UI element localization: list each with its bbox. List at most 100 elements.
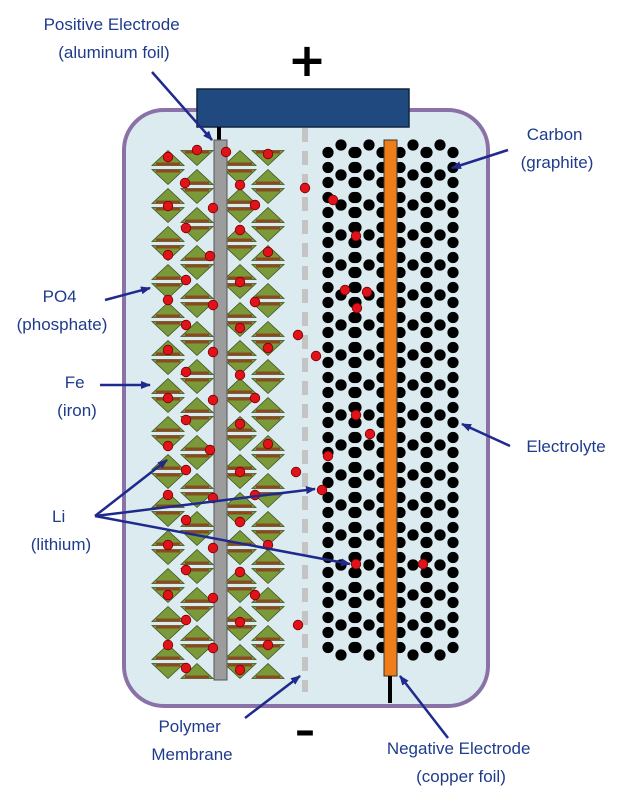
lithium-ion: [290, 466, 302, 478]
lithium-ion: [249, 589, 261, 601]
carbon-atom: [350, 626, 362, 639]
carbon-atom: [350, 566, 362, 579]
iron-band: [256, 454, 280, 458]
iron-band: [256, 371, 280, 375]
lithium-ion: [204, 444, 216, 456]
carbon-atom: [421, 356, 433, 369]
carbon-atom: [335, 619, 347, 631]
carbon-atom: [447, 551, 459, 564]
carbon-atom: [350, 491, 362, 504]
lithium-ions: [162, 144, 429, 676]
carbon-atom: [421, 221, 433, 234]
lithium-ion: [162, 589, 174, 601]
carbon-atom: [363, 649, 375, 661]
carbon-atom: [407, 619, 419, 631]
iron-band: [156, 314, 180, 318]
iron-band: [256, 568, 280, 572]
carbon-atom: [350, 251, 362, 264]
iron-band: [185, 599, 209, 603]
carbon-atom: [350, 416, 362, 429]
carbon-atom: [350, 506, 362, 519]
carbon-atom: [407, 379, 419, 391]
carbon-atom: [363, 499, 375, 511]
carbon-atom: [421, 566, 433, 579]
carbon-atom: [335, 139, 347, 151]
carbon-atom: [350, 386, 362, 399]
iron-band: [256, 561, 280, 565]
lithium-ion: [191, 144, 203, 156]
carbon-atom: [350, 461, 362, 474]
carbon-atom: [363, 139, 375, 151]
carbon-atom: [322, 161, 334, 174]
iron-band: [185, 181, 209, 185]
iron-band: [256, 378, 280, 382]
carbon-atom: [421, 341, 433, 354]
carbon-atom: [363, 589, 375, 601]
carbon-atom: [421, 161, 433, 174]
lithium-ion: [162, 440, 174, 452]
iron-band: [228, 352, 252, 356]
aluminum-foil: [213, 139, 228, 681]
carbon-atom: [421, 191, 433, 204]
carbon-atom: [434, 169, 446, 181]
iron-band: [156, 169, 180, 173]
lithium-ion: [162, 344, 174, 356]
iron-band: [185, 378, 209, 382]
lithium-ion: [180, 274, 192, 286]
iron-band: [156, 238, 180, 242]
carbon-atom: [350, 611, 362, 624]
iron-band: [228, 314, 252, 318]
iron-band: [156, 359, 180, 363]
carbon-atom: [363, 319, 375, 331]
carbon-atom: [407, 529, 419, 541]
carbon-atom: [421, 506, 433, 519]
carbon-atom: [447, 266, 459, 279]
carbon-atom: [363, 439, 375, 451]
lithium-ion: [207, 642, 219, 654]
label-electrolyte: Electrolyte: [526, 437, 605, 456]
carbon-atom: [350, 581, 362, 594]
carbon-atom: [322, 536, 334, 549]
iron-band: [156, 663, 180, 667]
lithium-ion: [327, 194, 339, 206]
lithium-ion: [180, 366, 192, 378]
carbon-atom: [434, 559, 446, 571]
carbon-atom: [335, 589, 347, 601]
iron-band: [156, 245, 180, 249]
carbon-atom: [421, 236, 433, 249]
lithium-ion: [249, 199, 261, 211]
lithium-ion: [180, 464, 192, 476]
carbon-atom: [434, 469, 446, 481]
lithium-ion: [234, 369, 246, 381]
lithium-ion: [207, 202, 219, 214]
carbon-atom: [421, 491, 433, 504]
carbon-atom: [363, 349, 375, 361]
iron-band: [228, 656, 252, 660]
lithium-ion: [351, 302, 363, 314]
carbon-atom: [421, 401, 433, 414]
lithium-ion: [180, 222, 192, 234]
carbon-atom: [447, 446, 459, 459]
carbon-atom: [421, 386, 433, 399]
carbon-atom: [350, 176, 362, 189]
iron-band: [185, 409, 209, 413]
carbon-atom: [434, 379, 446, 391]
iron-band: [185, 219, 209, 223]
carbon-atom: [447, 326, 459, 339]
carbon-atom: [335, 469, 347, 481]
iron-band: [156, 618, 180, 622]
lithium-ion: [262, 342, 274, 354]
carbon-atom: [421, 581, 433, 594]
carbon-atom: [421, 476, 433, 489]
iron-band: [156, 428, 180, 432]
carbon-atom: [421, 461, 433, 474]
carbon-atom: [335, 649, 347, 661]
lithium-ion: [234, 322, 246, 334]
carbon-atom: [447, 251, 459, 264]
lithium-ion: [292, 619, 304, 631]
lithium-ion: [180, 414, 192, 426]
carbon-atom: [322, 311, 334, 324]
carbon-atom: [434, 619, 446, 631]
carbon-atom: [322, 566, 334, 579]
carbon-atom: [421, 371, 433, 384]
